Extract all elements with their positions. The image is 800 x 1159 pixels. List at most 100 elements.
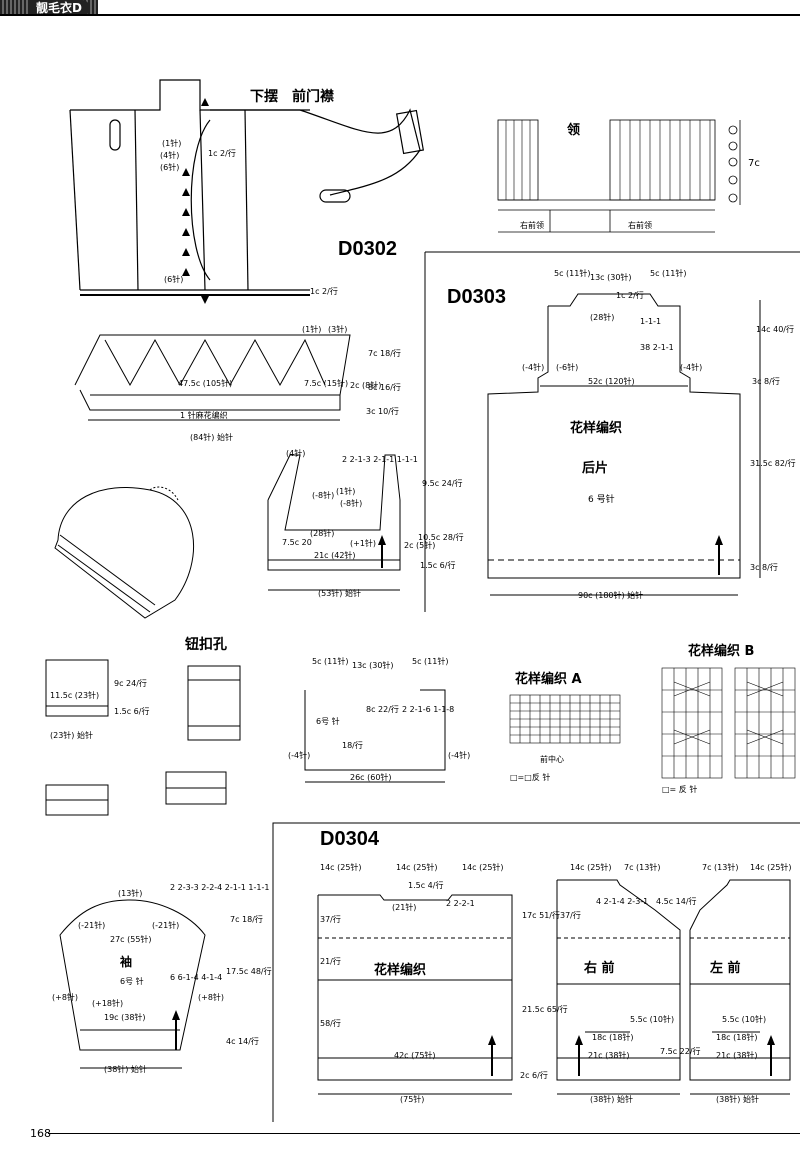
d4-14c: 14c (25针) (462, 862, 504, 872)
back-needle: 6 号针 (588, 493, 615, 505)
lf-38: (38针) 始针 (716, 1094, 759, 1104)
d4-14b: 14c (25针) (396, 862, 438, 872)
pattern-b-grid (661, 667, 796, 779)
lf-21: 21c (38针) (716, 1050, 758, 1060)
back-top-mid: 13c (30针) (590, 272, 632, 282)
right-front-piece (556, 879, 681, 1095)
lf-7: 7c (13针) (702, 862, 738, 872)
neck-13c: 13c (30针) (352, 660, 394, 670)
d4-14a: 14c (25针) (320, 862, 362, 872)
back-top-left: 5c (11针) (554, 268, 590, 278)
sl-27c: 27c (55针) (110, 934, 152, 944)
pattern-b-purl: □= 反 针 (662, 784, 697, 794)
d0302-1c-b: 1c 2/行 (310, 286, 338, 296)
u-75: 7.5c 20 (282, 538, 312, 547)
d4-58: 58/行 (320, 1018, 341, 1028)
u-2c: 2c (5针) (404, 540, 435, 550)
pattern-a-front-center: 前中心 (540, 754, 564, 764)
bh-115: 11.5c (23针) (50, 690, 99, 700)
band-7c: 7c 18/行 (368, 348, 401, 358)
header-title: 靓毛衣D (28, 0, 90, 16)
page-header: 靓毛衣D (0, 0, 800, 18)
collar-chart (497, 119, 741, 233)
neck-m4: (-4针) (288, 750, 310, 760)
d0302-cardigan (69, 79, 425, 296)
d0304-back-piece (317, 894, 513, 1095)
bh-9c: 9c 24/行 (114, 678, 147, 688)
u-seq: 2 2-1-3 2-1-1 1-1-1 (342, 455, 418, 464)
rf-55: 5.5c (10针) (630, 1014, 674, 1024)
sleeve-needle: 6号 针 (120, 976, 144, 986)
rf-37: 37/行 (560, 910, 581, 920)
neck-8c: 8c 22/行 (366, 704, 399, 714)
label-pattern-a: 花样编织 A (515, 672, 582, 687)
band-8c: 8c 16/行 (368, 382, 401, 392)
d0302-1st: (1针) (162, 138, 181, 148)
rf-14: 14c (25针) (570, 862, 612, 872)
neck-m4b: (-4针) (448, 750, 470, 760)
band-total: (84针) 始针 (190, 432, 233, 442)
d4-21r: 21/行 (320, 956, 341, 966)
page-number: 168 (30, 1127, 51, 1140)
back-neck-rows: 1c 2/行 (616, 290, 644, 300)
pattern-a-purl: □=□反 针 (510, 772, 550, 782)
footer-rule (48, 1133, 800, 1134)
d4-17: 17c 51/行 (522, 910, 560, 920)
back-dec2: 38 2-1-1 (640, 343, 674, 352)
neck-5c: 5c (11针) (312, 656, 348, 666)
back-right-4: (-4针) (680, 362, 702, 372)
sl-seq2: 6 6-1-4 4-1-4 (170, 973, 222, 982)
band-3st: (3针) (328, 324, 347, 334)
sleeve-piece (59, 899, 206, 1069)
back-neck-28: (28针) (590, 312, 614, 322)
sl-seq: 2 2-3-3 2-2-4 2-1-1 1-1-1 (170, 883, 269, 892)
rf-21: 21c (38针) (588, 1050, 630, 1060)
back-dec1: 1-1-1 (640, 317, 661, 326)
u-plus1: (+1针) (350, 538, 376, 548)
sl-13: (13针) (118, 888, 142, 898)
label-pattern-b: 花样编织 B (688, 644, 755, 659)
u-1st: (1针) (336, 486, 355, 496)
label-hem-placket: 下摆 前门襟 (250, 89, 334, 105)
u-95: 9.5c 24/行 (422, 478, 463, 488)
band-3c: 3c 10/行 (366, 406, 399, 416)
neck-5c-b: 5c (11针) (412, 656, 448, 666)
buttonhole-pieces (45, 659, 241, 816)
neck-18: 18/行 (342, 740, 363, 750)
sl-38c: 19c (38针) (104, 1012, 146, 1022)
left-front-piece (689, 879, 791, 1095)
label-buttonhole: 钮扣孔 (185, 637, 227, 653)
back-piece (487, 293, 761, 596)
collar-label: 领 (567, 122, 580, 138)
back-14c: 14c 40/行 (756, 324, 794, 334)
u-front-piece (267, 454, 401, 591)
d0302-buttons (182, 98, 209, 304)
back-31c: 31.5c 82/行 (750, 458, 796, 468)
lf-14: 14c (25针) (750, 862, 792, 872)
band-piece (74, 334, 351, 421)
d0302-1c: 1c 2/行 (208, 148, 236, 158)
d4-21: (21针) (392, 902, 416, 912)
sl-m21: (-21针) (78, 920, 105, 930)
band-2c: 2c (8针) (350, 380, 381, 390)
code-d0303: D0303 (447, 286, 506, 308)
u-15: 1.5c 6/行 (420, 560, 455, 570)
band-1st: (1针) (302, 324, 321, 334)
neck-26c: 26c (60针) (350, 772, 392, 782)
sl-38: (38针) 始针 (104, 1064, 147, 1074)
u-m8b: (-8针) (340, 498, 362, 508)
header-rule (0, 14, 800, 16)
d4-75: (75针) (400, 1094, 424, 1104)
band-width: 47.5c (105针) (178, 378, 232, 388)
sl-p8b: (+8针) (198, 992, 224, 1002)
neck-needle: 6号 针 (316, 716, 340, 726)
d0302-6st-b: (6针) (164, 274, 183, 284)
back-top-right: 5c (11针) (650, 268, 686, 278)
neck-seq: 2 2-1-6 1-1-8 (402, 705, 454, 714)
sl-4c: 4c 14/行 (226, 1036, 259, 1046)
code-d0302: D0302 (338, 238, 397, 260)
neck-piece (304, 689, 446, 783)
back-piece-label: 后片 (582, 460, 608, 476)
rf-38: (38针) 始针 (590, 1094, 633, 1104)
